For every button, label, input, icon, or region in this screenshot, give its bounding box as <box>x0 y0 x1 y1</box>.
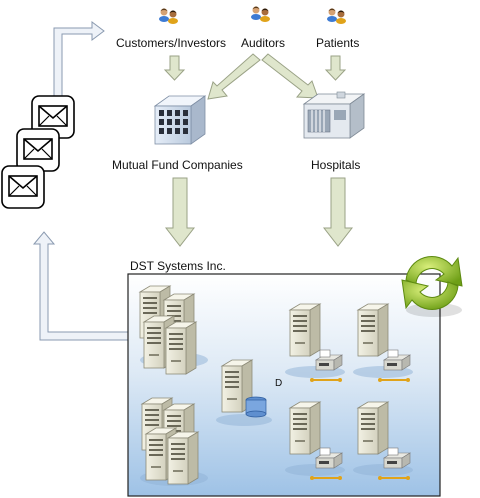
return-arrow-bottom <box>32 231 129 341</box>
arrow-patients-to-hospitals <box>324 55 347 81</box>
server-cluster-top <box>139 285 208 375</box>
hospital-building-icon <box>302 91 366 139</box>
print-server-3 <box>285 401 345 480</box>
server-d-label: D <box>275 378 283 389</box>
print-server-4 <box>353 401 413 480</box>
auditors-people-icon <box>251 6 270 22</box>
patients-people-icon <box>327 8 346 24</box>
envelope-icon <box>16 128 60 172</box>
customers-investors-label: Customers/Investors <box>116 36 227 50</box>
refresh-cycle-icon <box>401 256 463 317</box>
print-server-2 <box>353 303 413 382</box>
dst-systems-label: DST Systems Inc. <box>130 259 226 273</box>
envelope-icon <box>1 165 45 209</box>
database-cylinder-icon <box>245 396 267 418</box>
customers-people-icon <box>159 8 178 24</box>
print-server-1 <box>285 303 345 382</box>
arrow-auditors-to-hospitals <box>261 53 319 99</box>
database-server <box>216 359 272 426</box>
return-arrow-top <box>53 21 105 101</box>
hospitals-label: Hospitals <box>311 158 361 172</box>
arrow-funds-to-dst <box>164 177 196 247</box>
auditors-label: Auditors <box>241 36 286 50</box>
patients-label: Patients <box>316 36 360 50</box>
arrow-customers-to-funds <box>163 55 186 81</box>
office-building-icon <box>153 95 207 145</box>
server-cluster-bottom <box>140 397 208 486</box>
arrow-auditors-to-funds <box>207 53 261 100</box>
mutual-fund-companies-label: Mutual Fund Companies <box>112 158 243 172</box>
arrow-hospitals-to-dst <box>322 177 354 247</box>
